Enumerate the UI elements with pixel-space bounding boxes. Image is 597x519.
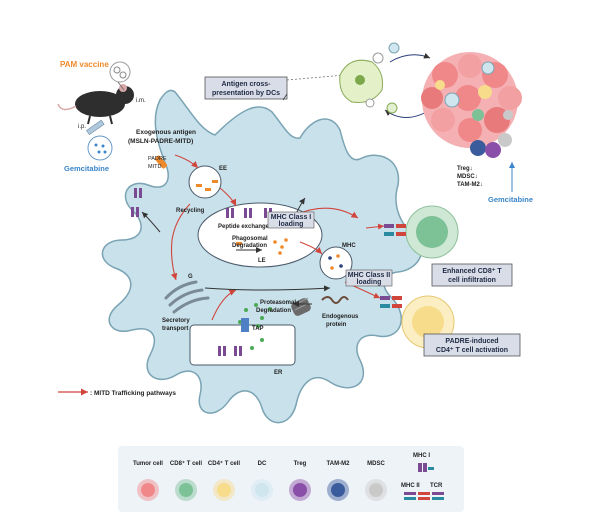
mdsc-effect-label: MDSC↓ [457, 174, 478, 180]
pathway-legend-label: : MITD Trafficking pathways [90, 390, 176, 397]
legend-cell-nucleus [369, 483, 383, 497]
legend-item-tam-m2: TAM-M2 [327, 461, 351, 501]
mhc2-loading-line1: MHC Class II [348, 272, 390, 279]
transport-label: transport [162, 326, 188, 332]
legend-label: TAM-M2 [327, 461, 351, 467]
legend-item-dc: DC [251, 461, 273, 501]
cross-presentation-line1: Antigen cross- [221, 81, 271, 88]
legend-cell-nucleus [255, 483, 269, 497]
cross-presentation-box [204, 76, 288, 100]
golgi-apparatus [164, 280, 210, 314]
cd8-infiltration-line1: Enhanced CD8⁺ T [442, 268, 502, 275]
mhc2-loading-line2: loading [357, 279, 382, 286]
protein-label: protein [326, 322, 347, 328]
tumor-cluster [421, 52, 522, 148]
mhc-i-legend [418, 463, 434, 472]
antigen-fragments [196, 180, 288, 255]
small-tcell-icons [386, 42, 400, 114]
ee-label: EE [219, 166, 227, 172]
early-endosome [188, 165, 222, 199]
tap-transporter [241, 318, 249, 332]
legend-item-tumor-cell: Tumor cell [133, 461, 163, 501]
tap-label: TAP [252, 326, 264, 332]
vaccine-vial-icon [109, 61, 131, 83]
mhc-i-legend-label: MHC I [413, 453, 430, 459]
cross-presentation-line2: presentation by DCs [212, 90, 280, 97]
mhc-ii-legend-label: MHC II [401, 483, 420, 489]
cd8-infiltration-box [431, 263, 513, 287]
cd4-activation-box [423, 333, 521, 357]
small-dc-icon [339, 52, 384, 108]
legend-cell-nucleus [293, 483, 307, 497]
legend-item-cd8-t-cell: CD8⁺ T cell [170, 460, 203, 501]
mhc-ii-tcr-legend [404, 492, 444, 500]
legend-label: Tumor cell [133, 461, 163, 467]
legend-cell-nucleus [179, 483, 193, 497]
mhc-vesicle [319, 246, 353, 280]
transport-arrows [141, 197, 331, 307]
legend-label: MDSC [367, 461, 385, 467]
cross-presentation-arrow [282, 93, 288, 101]
cd4-activation-line2: CD4⁺ T cell activation [436, 347, 508, 354]
mitd-label: MITD [148, 164, 161, 170]
proteasomal-label: Proteasomal [260, 300, 296, 306]
tcr-legend-label: TCR [430, 483, 443, 489]
endogenous-protein [321, 296, 349, 304]
legend-item-treg: Treg [289, 461, 311, 501]
im-injection-line [117, 81, 125, 91]
gemcitabine-left-label: Gemcitabine [64, 164, 109, 173]
legend-cell-nucleus [217, 483, 231, 497]
gemcitabine-dish-icon [87, 135, 113, 161]
cd4-activation-line1: PADRE-induced [445, 338, 498, 345]
legend-item-mdsc: MDSC [365, 461, 387, 501]
legend-label: DC [258, 461, 267, 467]
pam-vaccine-label: PAM vaccine [60, 60, 109, 69]
legend-label: Treg [294, 461, 307, 467]
phagosomal-label: Phagosomal [232, 236, 268, 242]
mhc1-loading-line2: loading [279, 221, 304, 228]
endogenous-label: Endogenous [322, 314, 359, 320]
treg-effect-label: Treg↓ [457, 166, 473, 172]
cd8-t-cell [405, 205, 459, 259]
mhc1-loading-line1: MHC Class I [271, 214, 312, 221]
cd8-infiltration-line2: cell infiltration [448, 277, 496, 284]
suppressor-cells [470, 133, 512, 158]
golgi-label: G [188, 274, 193, 280]
exogenous-antigen-icon [155, 155, 167, 169]
im-label: i.m. [136, 98, 146, 104]
peptide-exchange-label: Peptide exchange [218, 224, 270, 230]
legend-item-cd4-t-cell: CD4⁺ T cell [208, 460, 241, 501]
cross-presentation-connector [286, 74, 346, 81]
legend-label: CD8⁺ T cell [170, 460, 203, 467]
le-label: LE [258, 258, 266, 264]
mhc-i-tcr-complex [365, 223, 406, 236]
er-label: ER [274, 370, 283, 376]
mhc1-loading-box [267, 211, 315, 229]
degradation-label: Degradation [232, 243, 267, 249]
gemcitabine-right-label: Gemcitabine [488, 195, 533, 204]
ip-label: i.p. [78, 124, 86, 130]
legend-cell-nucleus [331, 483, 345, 497]
secretory-label: Secretory [162, 318, 190, 324]
padre-label: PADRE [148, 156, 167, 162]
exogenous-antigen-sublabel: (MSLN-PADRE-MITD) [128, 138, 193, 145]
exogenous-antigen-label: Exogenous antigen [136, 129, 196, 136]
proteasomal-degradation-label: Degradation [256, 308, 291, 314]
legend-label: CD4⁺ T cell [208, 460, 241, 467]
mhc2-loading-box [345, 269, 393, 287]
legend-cell-nucleus [141, 483, 155, 497]
dc-tumor-cycle-arrow [389, 52, 431, 63]
syringe-icon [86, 119, 105, 136]
mouse-illustration [57, 84, 134, 125]
mhc-label: MHC [342, 243, 356, 249]
recycling-label: Recycling [176, 208, 205, 214]
mhc-vesicle-contents [328, 254, 343, 270]
tam-m2-effect-label: TAM-M2↓ [457, 182, 483, 188]
